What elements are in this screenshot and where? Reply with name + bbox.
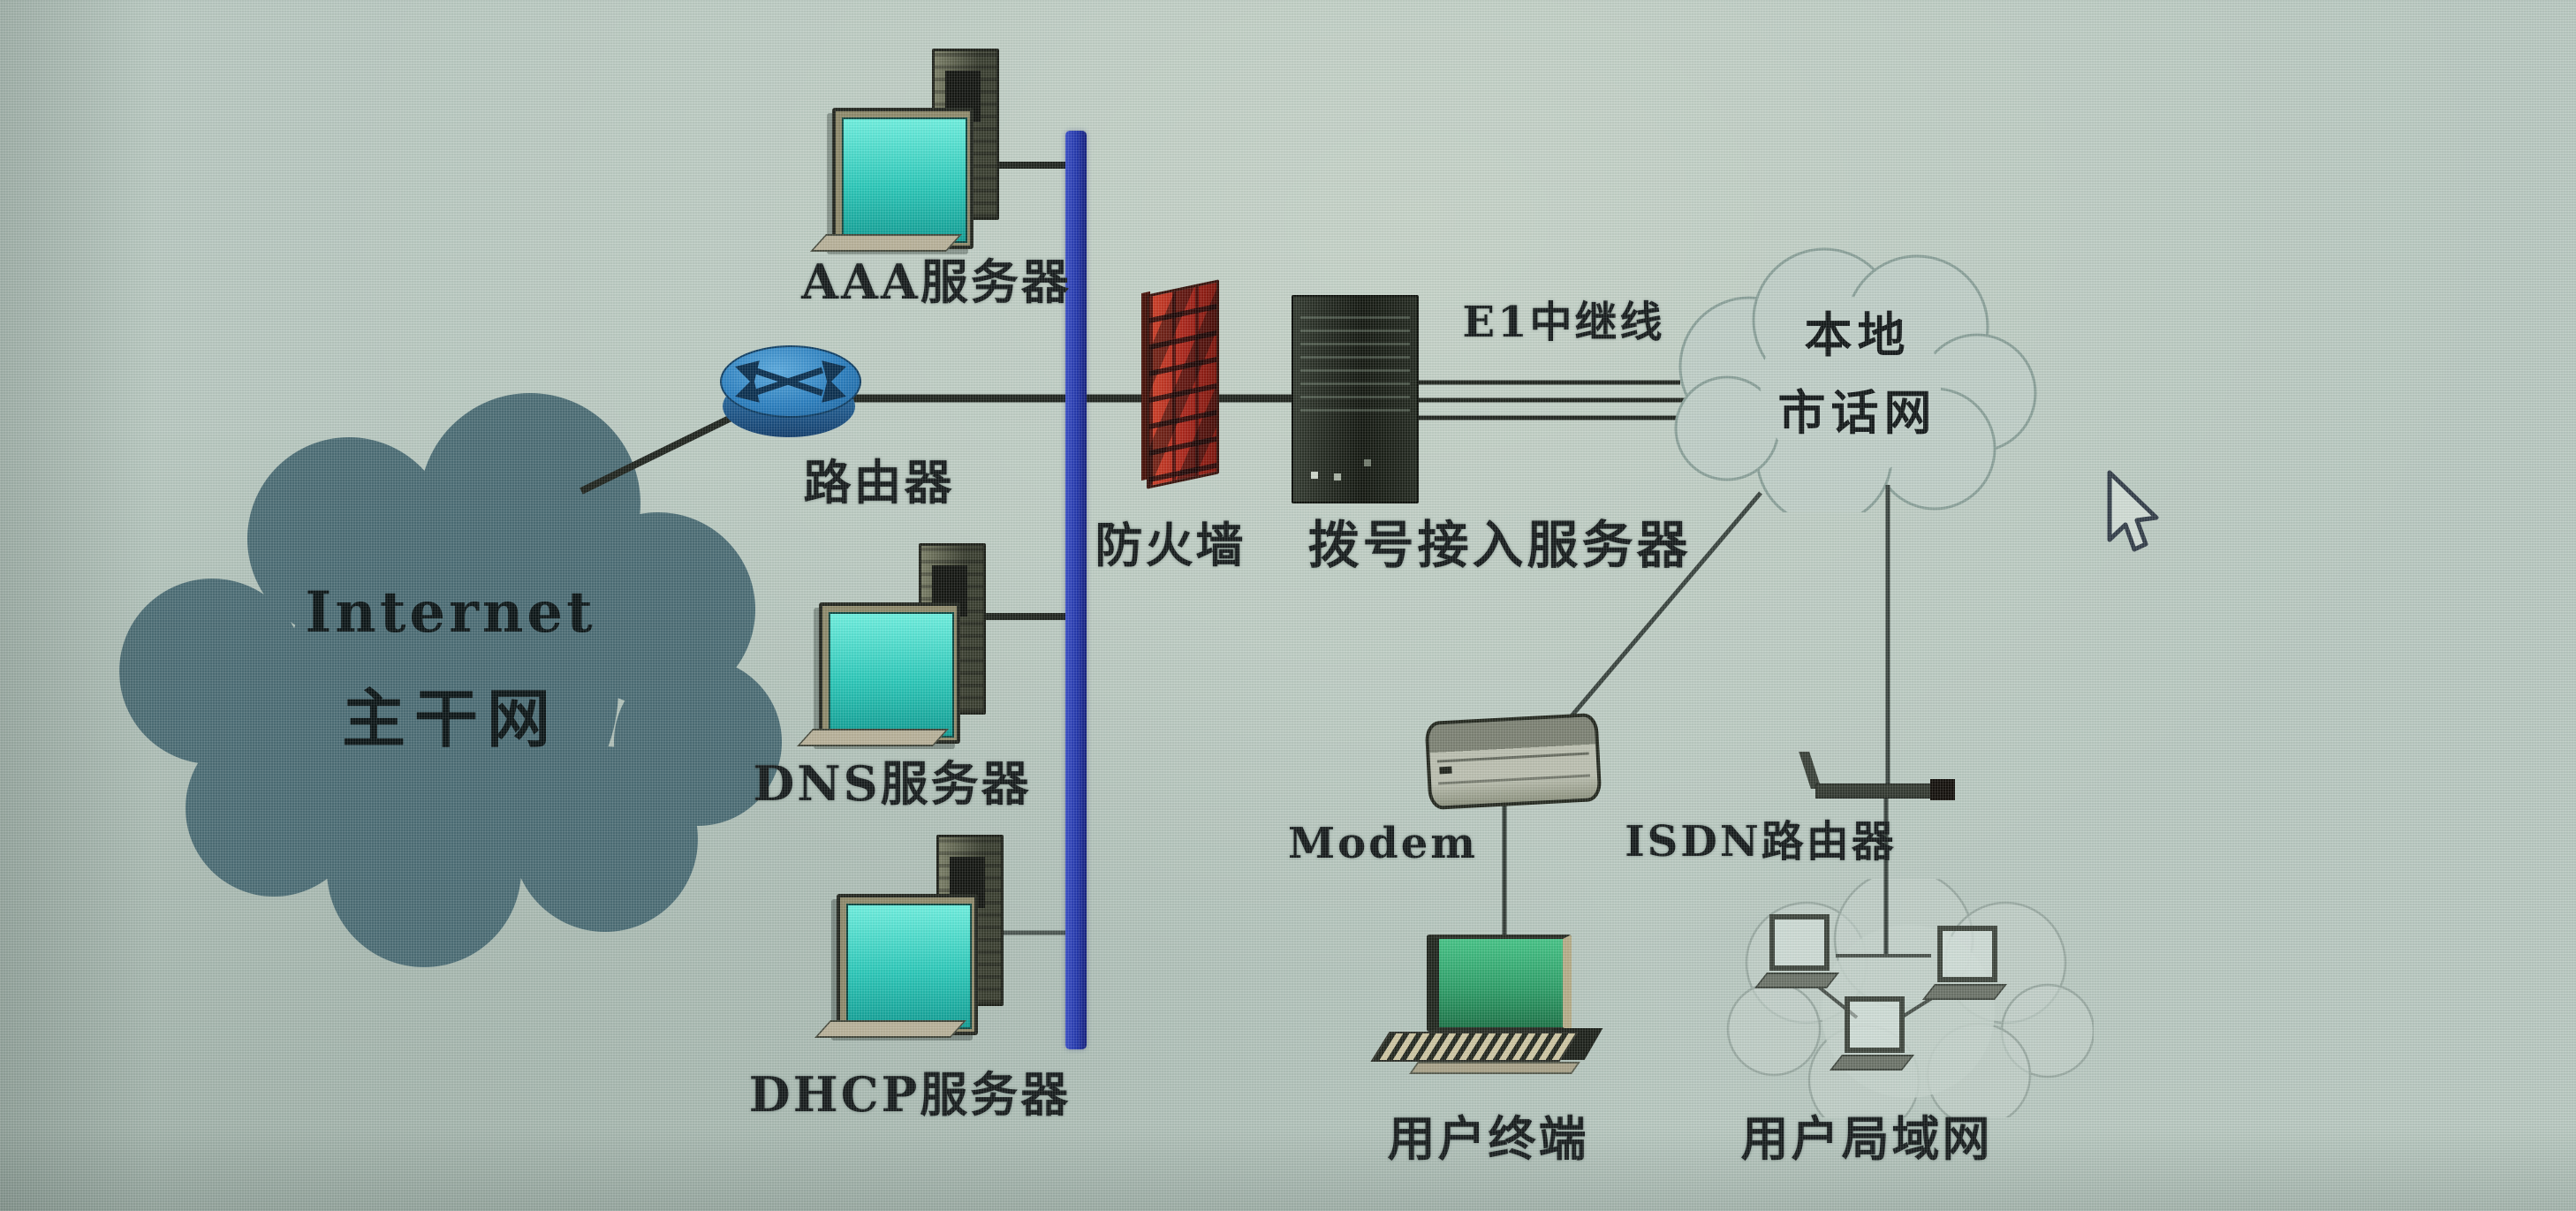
monitor-icon xyxy=(832,108,974,249)
label-dialup-server: 拨号接入服务器 xyxy=(1307,515,1692,575)
cloud-center-mask xyxy=(1761,297,1941,477)
monitor-icon xyxy=(819,602,960,744)
laptop-base xyxy=(1754,973,1840,988)
router-arrows-icon xyxy=(735,360,846,403)
lan-laptop-2 xyxy=(1921,926,2008,1010)
lan-laptop-1 xyxy=(1754,914,1840,998)
label-user-terminal: 用户终端 xyxy=(1387,1110,1589,1167)
laptop-base xyxy=(1829,1055,1915,1071)
firewall-brick-icon xyxy=(1147,279,1219,489)
label-firewall: 防火墙 xyxy=(1095,517,1246,573)
monitor-icon xyxy=(837,894,978,1035)
aaa-server-node xyxy=(809,44,999,252)
terminal-keyboard-icon xyxy=(1370,1032,1579,1062)
laptop-base xyxy=(1921,984,2008,1000)
link-phonecloud-modem xyxy=(1553,491,1762,738)
firewall-node xyxy=(1141,278,1223,489)
local-phone-cloud-icon xyxy=(1674,247,2037,512)
isdn-router-node xyxy=(1754,738,1966,800)
server-leds xyxy=(1311,472,1318,479)
laptop-screen xyxy=(1937,926,1997,982)
terminal-base xyxy=(1409,1062,1580,1074)
modem-led xyxy=(1439,766,1452,775)
mouse-cursor-icon xyxy=(2107,470,2159,552)
label-router: 路由器 xyxy=(803,454,955,511)
label-isdn-router: ISDN路由器 xyxy=(1625,817,1897,867)
keyboard-icon xyxy=(796,729,950,746)
internet-cloud-label-line2: 主干网 xyxy=(341,681,559,756)
router-top-icon xyxy=(720,345,861,418)
terminal-monitor-icon xyxy=(1427,935,1572,1032)
internet-cloud-label-line1: Internet xyxy=(305,579,596,646)
laptop-screen xyxy=(1769,914,1830,971)
keyboard-icon xyxy=(809,234,963,252)
label-dns-server: DNS服务器 xyxy=(753,755,1032,812)
screen xyxy=(846,904,972,1029)
backbone-bus-line xyxy=(1065,131,1087,1049)
label-modem: Modem xyxy=(1288,819,1479,868)
dialup-access-server-node xyxy=(1292,295,1419,503)
screen xyxy=(842,117,967,243)
keyboard-icon xyxy=(814,1020,967,1038)
dhcp-server-node xyxy=(814,830,1004,1038)
user-terminal-node xyxy=(1370,927,1603,1082)
label-e1-trunk: E1中继线 xyxy=(1462,298,1665,347)
dns-server-node xyxy=(796,539,986,746)
local-phone-cloud-label-line2: 市话网 xyxy=(1777,384,1937,441)
label-aaa-server: AAA服务器 xyxy=(801,254,1072,310)
router-node xyxy=(720,340,861,444)
isdn-bar-icon xyxy=(1815,783,1954,799)
link-internet-router xyxy=(580,405,751,495)
screen xyxy=(829,612,954,738)
label-user-lan: 用户局域网 xyxy=(1740,1110,1993,1167)
internet-cloud-icon xyxy=(119,393,782,967)
laptop-screen xyxy=(1845,996,1905,1053)
local-phone-cloud-label-line1: 本地 xyxy=(1804,307,1911,363)
server-vent-slots xyxy=(1300,306,1410,412)
modem-node xyxy=(1424,712,1602,811)
lan-laptop-3 xyxy=(1829,996,1915,1080)
isdn-end-cap xyxy=(1930,779,1955,800)
label-dhcp-server: DHCP服务器 xyxy=(748,1066,1072,1123)
